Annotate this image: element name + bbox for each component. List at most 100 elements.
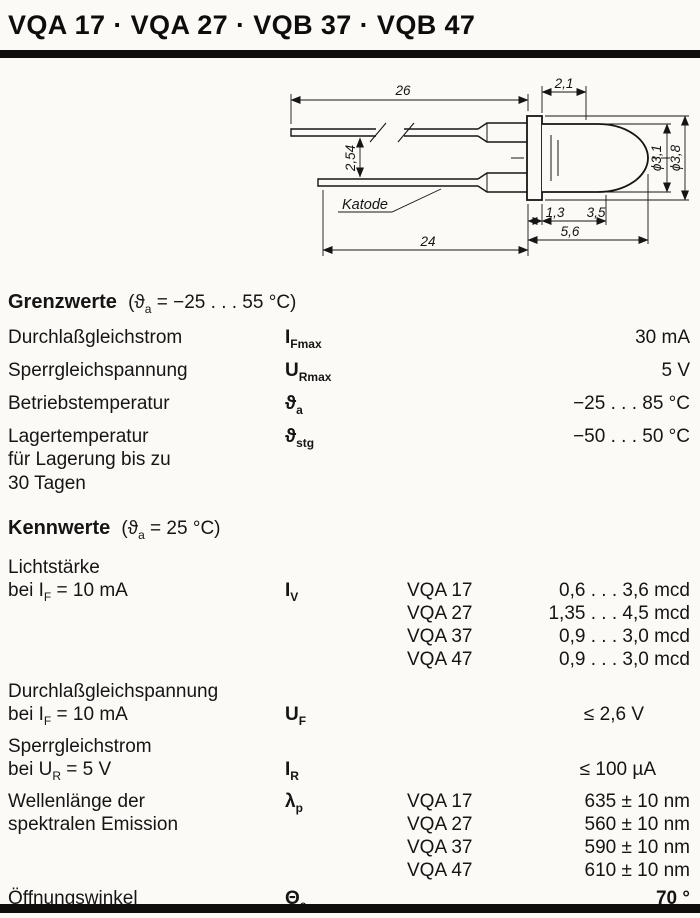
dim-label-56: 5,6 bbox=[561, 224, 580, 239]
variant-name: VQA 37 bbox=[407, 626, 473, 647]
symbol-theta-stg: ϑstg bbox=[285, 426, 315, 450]
variant-value: 560 ± 10 nm bbox=[584, 814, 691, 835]
dim-label-254: 2,54 bbox=[343, 145, 358, 172]
anode-crimp bbox=[477, 122, 527, 143]
anode-lead-right bbox=[404, 128, 478, 137]
kennwerte-title: Kennwerte bbox=[8, 517, 111, 539]
param-value: 70 ° bbox=[655, 888, 690, 909]
symbol-ifmax: IFmax bbox=[285, 327, 322, 351]
grenzwerte-title: Grenzwerte bbox=[8, 291, 117, 313]
row-sperrgleichstrom: Sperrgleichstrom bei UR = 5 V IR ≤ 100 µ… bbox=[8, 735, 690, 783]
lead-break-marks bbox=[369, 122, 415, 143]
variant-name: VQA 17 bbox=[407, 580, 473, 601]
page-title: VQA 17 · VQA 27 · VQB 37 · VQB 47 bbox=[8, 10, 476, 40]
variant-name: VQA 27 bbox=[407, 603, 473, 624]
param-label: Öffnungswinkel bbox=[8, 888, 138, 909]
symbol-urmax: URmax bbox=[285, 360, 332, 384]
kennwerte-condition: (ϑa = 25 °C) bbox=[121, 518, 221, 542]
symbol-iv: IV bbox=[285, 580, 299, 604]
variant-value: 610 ± 10 nm bbox=[584, 860, 691, 881]
dim-label-dia38: ϕ3,8 bbox=[668, 144, 683, 171]
variant-value: 0,6 . . . 3,6 mcd bbox=[559, 580, 690, 601]
param-value: 5 V bbox=[661, 360, 690, 381]
internal-electrodes bbox=[550, 135, 559, 181]
param-condition: bei IF = 10 mA bbox=[8, 704, 128, 728]
section-kennwerte: Kennwerte (ϑa = 25 °C) Lichtstärke bei I… bbox=[8, 517, 690, 911]
param-value: ≤ 100 µA bbox=[579, 759, 656, 780]
row-lagertemperatur-cont2: 30 Tagen bbox=[8, 472, 690, 495]
ext-lines-dia38 bbox=[545, 115, 689, 201]
param-label-cont: 30 Tagen bbox=[8, 473, 86, 494]
row-lagertemperatur: Lagertemperatur ϑstg −50 . . . 50 °C bbox=[8, 425, 690, 450]
variant-name: VQA 37 bbox=[407, 837, 473, 858]
led-body-dome bbox=[542, 123, 649, 193]
param-value: −25 . . . 85 °C bbox=[573, 393, 690, 414]
row-sperrgleichspannung: Sperrgleichspannung URmax 5 V bbox=[8, 359, 690, 384]
param-condition: bei UR = 5 V bbox=[8, 759, 112, 783]
param-label-cont: für Lagerung bis zu bbox=[8, 449, 171, 470]
kennwerte-heading: Kennwerte (ϑa = 25 °C) bbox=[8, 517, 690, 542]
dim-label-35: 3,5 bbox=[587, 205, 606, 220]
variant-value: 590 ± 10 nm bbox=[584, 837, 691, 858]
row-oeffnungswinkel: Öffnungswinkel Θe 70 ° bbox=[8, 887, 690, 911]
row-wellenlaenge: Wellenlänge der λp VQA 17 635 ± 10 nm sp… bbox=[8, 790, 690, 882]
kennwerte-table: Lichtstärke bei IF = 10 mA IV VQA 17 0,6… bbox=[8, 556, 690, 911]
variant-value: 0,9 . . . 3,0 mcd bbox=[559, 649, 690, 670]
dim-label-13: 1,3 bbox=[546, 205, 565, 220]
cathode-leader-line bbox=[338, 188, 442, 213]
row-lichtstaerke: Lichtstärke bei IF = 10 mA IV VQA 17 0,6… bbox=[8, 556, 690, 671]
grenzwerte-table: Durchlaßgleichstrom IFmax 30 mA Sperrgle… bbox=[8, 326, 690, 495]
grenzwerte-heading: Grenzwerte (ϑa = −25 . . . 55 °C) bbox=[8, 291, 690, 316]
param-label: Durchlaßgleichstrom bbox=[8, 327, 183, 348]
symbol-uf: UF bbox=[285, 704, 307, 728]
row-durchlassgleichstrom: Durchlaßgleichstrom IFmax 30 mA bbox=[8, 326, 690, 351]
section-grenzwerte: Grenzwerte (ϑa = −25 . . . 55 °C) Durchl… bbox=[8, 291, 690, 495]
led-drawing-svg: 26 2,1 2,54 24 1,3 3,5 5,6 ϕ3,1 ϕ3,8 Kat… bbox=[290, 76, 689, 256]
led-technical-drawing: 26 2,1 2,54 24 1,3 3,5 5,6 ϕ3,1 ϕ3,8 Kat… bbox=[8, 76, 690, 283]
param-value: −50 . . . 50 °C bbox=[573, 426, 690, 447]
dim-label-24: 24 bbox=[419, 234, 435, 249]
variant-value: 1,35 . . . 4,5 mcd bbox=[548, 603, 690, 624]
anode-lead-left bbox=[290, 128, 376, 137]
cathode-lead bbox=[317, 178, 478, 187]
header: VQA 17 · VQA 27 · VQB 37 · VQB 47 bbox=[0, 10, 700, 58]
param-label: Lichtstärke bbox=[8, 557, 100, 578]
dim-label-21: 2,1 bbox=[554, 78, 574, 91]
variant-value: 0,9 . . . 3,0 mcd bbox=[559, 626, 690, 647]
ext-lines-26 bbox=[290, 94, 529, 124]
dim-label-dia31: ϕ3,1 bbox=[649, 145, 664, 171]
param-label-cont: spektralen Emission bbox=[8, 814, 179, 835]
param-label: Lagertemperatur bbox=[8, 426, 149, 447]
cathode-crimp bbox=[477, 172, 527, 193]
dim-label-26: 26 bbox=[394, 83, 411, 98]
led-flange bbox=[526, 115, 543, 201]
param-value: ≤ 2,6 V bbox=[583, 704, 644, 725]
variant-name: VQA 17 bbox=[407, 791, 473, 812]
param-label: Sperrgleichspannung bbox=[8, 360, 188, 381]
param-value: 30 mA bbox=[635, 327, 690, 348]
row-betriebstemperatur: Betriebstemperatur ϑa −25 . . . 85 °C bbox=[8, 392, 690, 417]
param-label: Wellenlänge der bbox=[8, 791, 145, 812]
param-label: Durchlaßgleichspannung bbox=[8, 681, 219, 702]
row-lagertemperatur-cont: für Lagerung bis zu bbox=[8, 448, 690, 471]
param-label: Betriebstemperatur bbox=[8, 393, 170, 414]
title-rule bbox=[0, 50, 700, 58]
grenzwerte-condition: (ϑa = −25 . . . 55 °C) bbox=[128, 292, 297, 316]
cathode-label: Katode bbox=[342, 197, 388, 213]
symbol-lambda-p: λp bbox=[285, 791, 303, 815]
variant-name: VQA 27 bbox=[407, 814, 473, 835]
ext-lines-21 bbox=[541, 86, 587, 120]
symbol-theta-a: ϑa bbox=[285, 393, 303, 417]
param-condition: bei IF = 10 mA bbox=[8, 580, 128, 604]
led-outline-group bbox=[290, 115, 670, 201]
dimension-lines-group bbox=[290, 86, 689, 256]
param-label: Sperrgleichstrom bbox=[8, 736, 152, 757]
bottom-rule bbox=[0, 904, 700, 913]
dimension-labels-group: 26 2,1 2,54 24 1,3 3,5 5,6 ϕ3,1 ϕ3,8 Kat… bbox=[342, 76, 683, 249]
symbol-ir: IR bbox=[285, 759, 299, 783]
row-durchlassgleichspannung: Durchlaßgleichspannung bei IF = 10 mA UF… bbox=[8, 680, 690, 728]
variant-name: VQA 47 bbox=[407, 860, 473, 881]
variant-value: 635 ± 10 nm bbox=[584, 791, 691, 812]
variant-name: VQA 47 bbox=[407, 649, 473, 670]
